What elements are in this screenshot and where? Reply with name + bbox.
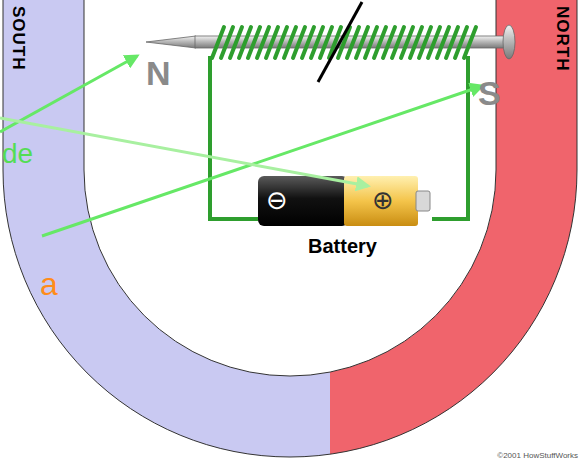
battery-box: ⊖ ⊕ Battery — [256, 172, 436, 264]
terminal-sign: ⊕ — [372, 187, 394, 213]
terminal-sign: ⊖ — [266, 187, 288, 213]
partial-text: de — [2, 140, 33, 168]
pointer-arrow — [0, 56, 482, 236]
pivot-axis — [318, 2, 362, 82]
pole-letter: S — [478, 76, 501, 110]
copyright-note: ©2001 HowStuffWorks — [497, 452, 578, 460]
partial-text: a — [40, 268, 58, 300]
horseshoe-magnet — [3, 0, 577, 457]
pole-label: SOUTH — [10, 6, 27, 71]
battery-symbol — [258, 176, 430, 226]
pole-label: NORTH — [554, 6, 571, 71]
iron-nail — [146, 25, 515, 59]
magnet-pole-band: SOUTH — [8, 4, 32, 84]
component-label: Battery — [308, 236, 377, 256]
pole-letter: N — [146, 56, 171, 90]
magnet-pole-band: NORTH — [552, 4, 576, 84]
